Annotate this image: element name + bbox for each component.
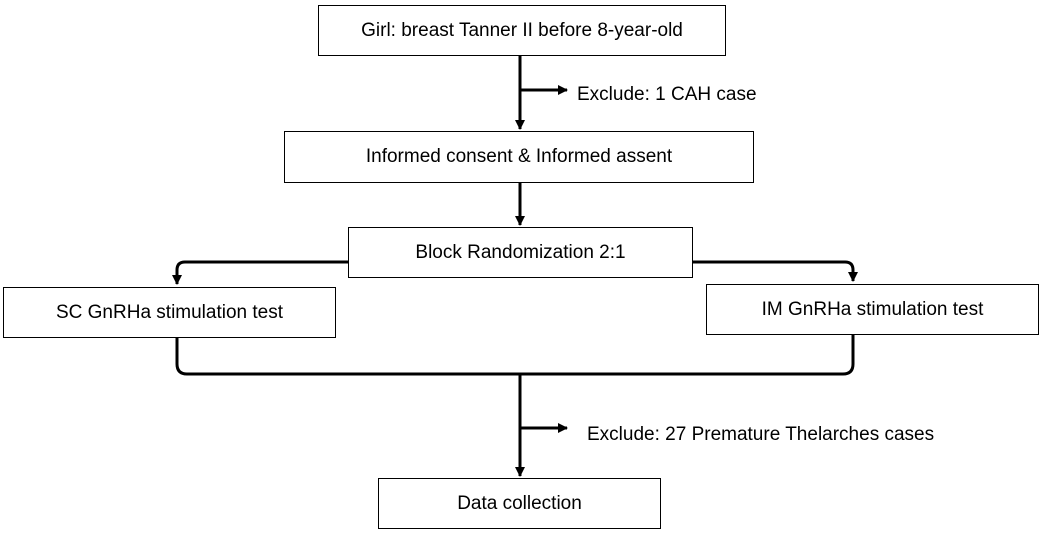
node-start: Girl: breast Tanner II before 8-year-old [318,5,726,56]
exclusion-label-cah: Exclude: 1 CAH case [577,84,757,105]
arrow-randomization-to-im [693,260,858,282]
exclusion-label-thelarche: Exclude: 27 Premature Thelarches cases [587,424,935,445]
node-sc-test-label: SC GnRHa stimulation test [55,301,284,323]
node-data-collection: Data collection [378,478,661,529]
node-randomization: Block Randomization 2:1 [348,227,693,278]
node-randomization-label: Block Randomization 2:1 [415,241,626,263]
node-im-test: IM GnRHa stimulation test [706,284,1039,335]
node-consent: Informed consent & Informed assent [284,131,754,183]
node-im-test-label: IM GnRHa stimulation test [761,298,984,320]
node-sc-test: SC GnRHa stimulation test [3,287,336,338]
arrow-randomization-to-sc [172,260,348,285]
node-data-collection-label: Data collection [457,492,582,514]
merge-line [175,335,855,376]
node-start-label: Girl: breast Tanner II before 8-year-old [361,19,683,41]
node-consent-label: Informed consent & Informed assent [365,146,673,167]
